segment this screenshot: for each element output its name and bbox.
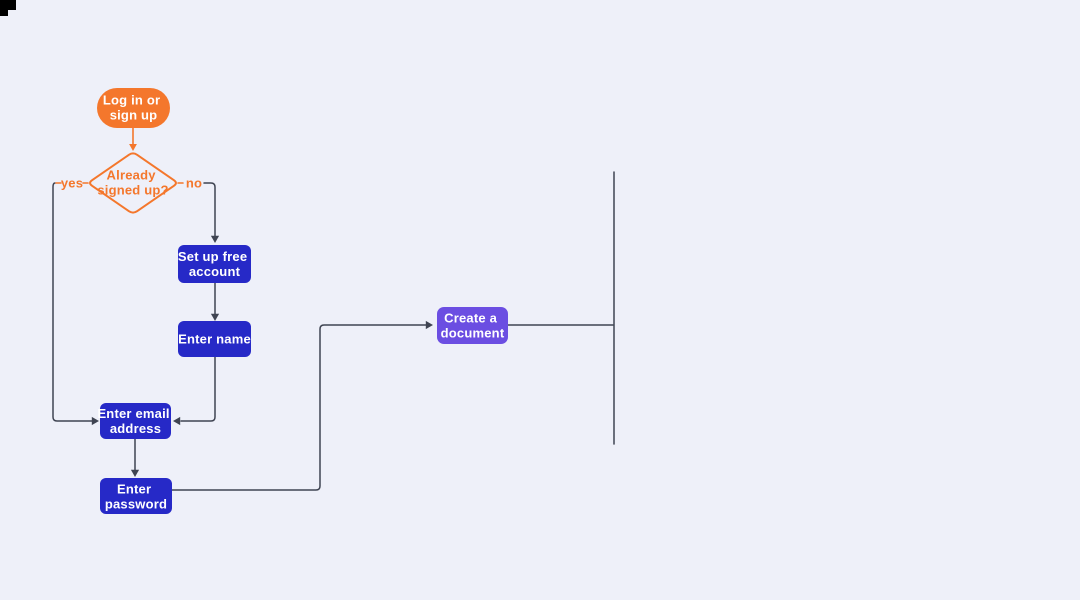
arrowhead-login-decision-icon xyxy=(129,144,137,151)
node-create-document-label: Create a document xyxy=(441,311,505,341)
edge-no-path[interactable] xyxy=(203,182,216,238)
edge-lines xyxy=(52,171,615,491)
edge-yes-path[interactable] xyxy=(52,182,94,422)
arrowhead-password-document-icon xyxy=(425,320,433,330)
edge-lines-orange xyxy=(55,127,184,184)
edge-label-no[interactable]: no xyxy=(186,176,202,191)
arrowhead-yes-icon xyxy=(91,416,99,426)
arrowhead-email-password-icon xyxy=(130,469,140,477)
node-enter-email[interactable] xyxy=(100,403,171,439)
node-login-signup[interactable] xyxy=(97,88,170,128)
node-setup-label: Set up free account xyxy=(178,249,251,279)
node-login-label: Log in or sign up xyxy=(103,93,164,123)
node-enter-email-label: Enter email address xyxy=(97,406,173,436)
node-decision-diamond[interactable] xyxy=(89,152,177,214)
edge-arrowheads xyxy=(91,235,433,477)
arrowhead-setup-name-icon xyxy=(210,313,220,321)
node-create-document[interactable] xyxy=(437,307,508,344)
arrowhead-name-email-icon xyxy=(173,416,181,426)
edge-name-to-email[interactable] xyxy=(180,356,216,422)
node-decision-label: Already signed up? xyxy=(97,168,168,198)
node-labels: Log in or sign up Set up free account En… xyxy=(97,93,504,512)
edge-label-yes[interactable]: yes xyxy=(61,176,83,191)
arrowhead-no-icon xyxy=(210,235,220,243)
node-enter-name[interactable] xyxy=(178,321,251,357)
node-enter-password[interactable] xyxy=(100,478,172,514)
corner-mark xyxy=(0,0,16,16)
node-setup-account[interactable] xyxy=(178,245,251,283)
node-enter-password-label: Enter password xyxy=(105,482,167,512)
orange-labels: Already signed up? yes no xyxy=(61,168,202,198)
edge-password-to-document[interactable] xyxy=(171,324,428,491)
node-enter-name-label: Enter name xyxy=(178,332,251,347)
